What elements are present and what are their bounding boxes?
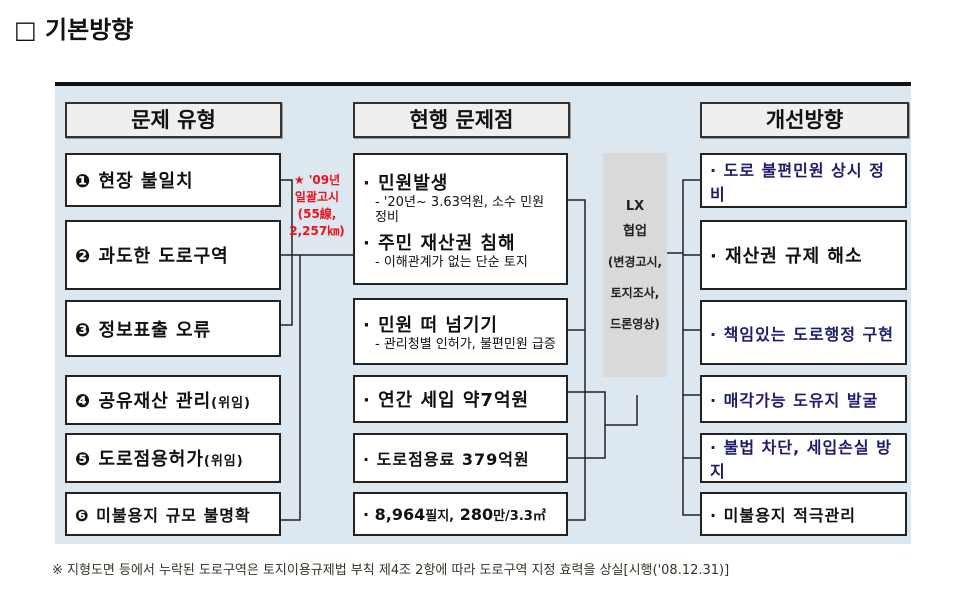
lx-label: 협업 <box>623 223 647 239</box>
parcel-unit: 필지, <box>425 508 455 524</box>
problem-type-item: ❻ 미불용지 규모 불명확 <box>65 492 281 536</box>
improvement-label: · 미불용지 적극관리 <box>710 506 856 525</box>
issue-detail: - 관리청별 인허가, 불편민원 급증 <box>375 337 556 352</box>
problem-label: 공유재산 관리 <box>98 391 212 412</box>
problem-label: 정보표출 오류 <box>98 319 212 341</box>
note-line: (55線, <box>297 207 337 221</box>
issue-title: · 도로점용료 379억원 <box>363 450 530 469</box>
header-current-issues: 현행 문제점 <box>353 102 570 138</box>
issue-item: · 도로점용료 379억원 <box>353 433 568 483</box>
issue-title: · 연간 세입 약7억원 <box>363 390 530 411</box>
issue-detail: - 이해관계가 없는 단순 토지 <box>375 254 528 270</box>
improvement-item: · 매각가능 도유지 발굴 <box>700 375 907 423</box>
problem-label: 과도한 도로구역 <box>98 246 229 267</box>
header-problem-type: 문제 유형 <box>65 102 282 138</box>
improvement-item: · 불법 차단, 세입손실 방지 <box>700 433 907 483</box>
improvement-item: · 도로 불편민원 상시 정비 <box>700 153 907 208</box>
improvement-label: · 불법 차단, 세입손실 방지 <box>710 438 892 481</box>
note-line: ★ '09년 <box>293 173 341 187</box>
footnote: ※ 지형도면 등에서 누락된 도로구역은 토지이용규제법 부칙 제4조 2항에 … <box>52 563 730 578</box>
issue-title: · 민원 떠 넘기기 <box>363 315 498 336</box>
header-improvement: 개선방향 <box>700 102 909 138</box>
issue-title: · 민원발생 <box>363 172 449 194</box>
note-line: 일괄고시 <box>294 190 340 204</box>
lx-label: 드론영상) <box>610 316 660 331</box>
problem-type-item: ❸ 정보표출 오류 <box>65 300 281 357</box>
problem-label: 현장 불일치 <box>98 171 194 192</box>
price-value: 280 <box>454 504 494 524</box>
problem-label: 미불용지 규모 불명확 <box>96 506 251 525</box>
problem-note: (위임) <box>203 454 244 469</box>
issue-item: · 민원발생 - '20년~ 3.63억원, 소수 민원 정비 · 주민 재산권… <box>353 153 568 285</box>
problem-type-item: ❺ 도로점용허가(위임) <box>65 433 281 483</box>
number-badge: ❹ <box>75 391 92 412</box>
problem-note: (위임) <box>211 396 251 411</box>
number-badge: ❸ <box>75 319 92 341</box>
problem-label: 도로점용허가 <box>98 449 204 470</box>
problem-type-item: ❷ 과도한 도로구역 <box>65 220 281 290</box>
issue-item: · 민원 떠 넘기기 - 관리청별 인허가, 불편민원 급증 <box>353 298 568 365</box>
batch-notice-note: ★ '09년 일괄고시 (55線, 2,257㎞) <box>282 172 352 240</box>
lx-cooperation-box: LX 협업 (변경고시, 토지조사, 드론영상) <box>603 153 667 377</box>
note-line: 2,257㎞) <box>289 224 345 238</box>
improvement-label: · 책임있는 도로행정 구현 <box>710 324 894 344</box>
improvement-item: · 미불용지 적극관리 <box>700 492 907 536</box>
issue-item: · 8,964필지, 280만/3.3㎡ <box>353 492 568 536</box>
problem-type-item: ❶ 현장 불일치 <box>65 153 281 207</box>
number-badge: ❺ <box>75 449 92 470</box>
lx-label: (변경고시, <box>607 254 663 269</box>
number-badge: ❶ <box>75 171 92 192</box>
issue-title: · 주민 재산권 침해 <box>363 232 516 254</box>
lx-label: LX <box>625 198 645 214</box>
lx-label: 토지조사, <box>610 285 660 300</box>
page-title: □ 기본방향 <box>14 16 134 44</box>
improvement-label: · 재산권 규제 해소 <box>710 246 863 267</box>
improvement-item: · 재산권 규제 해소 <box>700 220 907 290</box>
problem-type-item: ❹ 공유재산 관리(위임) <box>65 375 281 425</box>
number-badge: ❻ <box>75 506 90 525</box>
improvement-label: · 도로 불편민원 상시 정비 <box>710 160 885 204</box>
improvement-label: · 매각가능 도유지 발굴 <box>710 391 879 410</box>
improvement-item: · 책임있는 도로행정 구현 <box>700 300 907 365</box>
number-badge: ❷ <box>75 246 92 267</box>
issue-item: · 연간 세입 약7억원 <box>353 375 568 423</box>
parcel-count: · 8,964 <box>363 504 426 524</box>
issue-detail: - '20년~ 3.63억원, 소수 민원 정비 <box>375 194 545 225</box>
price-unit: 만/3.3㎡ <box>493 508 546 524</box>
